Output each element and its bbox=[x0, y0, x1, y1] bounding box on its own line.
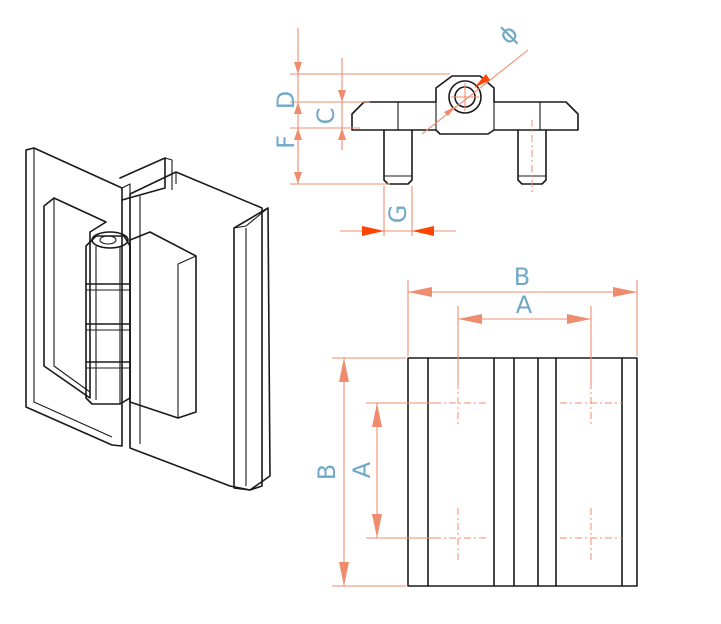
left-stud bbox=[383, 129, 413, 185]
side-view-dimensions bbox=[290, 28, 529, 236]
label-a-vertical: A bbox=[348, 461, 376, 478]
left-rib bbox=[119, 157, 166, 201]
hinge-side-view bbox=[351, 75, 579, 194]
label-b-horizontal: B bbox=[514, 263, 530, 291]
label-phi: ϕ bbox=[493, 19, 524, 50]
right-leaf-pad bbox=[129, 231, 197, 419]
label-b-vertical: B bbox=[313, 464, 341, 480]
label-d: D bbox=[272, 91, 300, 109]
right-leaf-plate bbox=[129, 171, 263, 491]
label-c: C bbox=[312, 108, 340, 125]
hinge-front-view bbox=[407, 357, 638, 587]
hinge-isometric-view bbox=[25, 147, 271, 491]
left-leaf-plate bbox=[25, 147, 123, 447]
label-g: G bbox=[384, 205, 412, 224]
hinge-knuckle bbox=[85, 231, 131, 405]
hole-centre-marks bbox=[434, 382, 622, 560]
side-view-leaf bbox=[351, 75, 579, 135]
label-f: F bbox=[272, 135, 300, 149]
front-view-outline bbox=[407, 357, 638, 587]
right-flange bbox=[233, 207, 271, 491]
front-view-dimensions bbox=[332, 280, 638, 587]
label-a-horizontal: A bbox=[516, 291, 533, 319]
pin-hole-outer bbox=[448, 80, 482, 114]
